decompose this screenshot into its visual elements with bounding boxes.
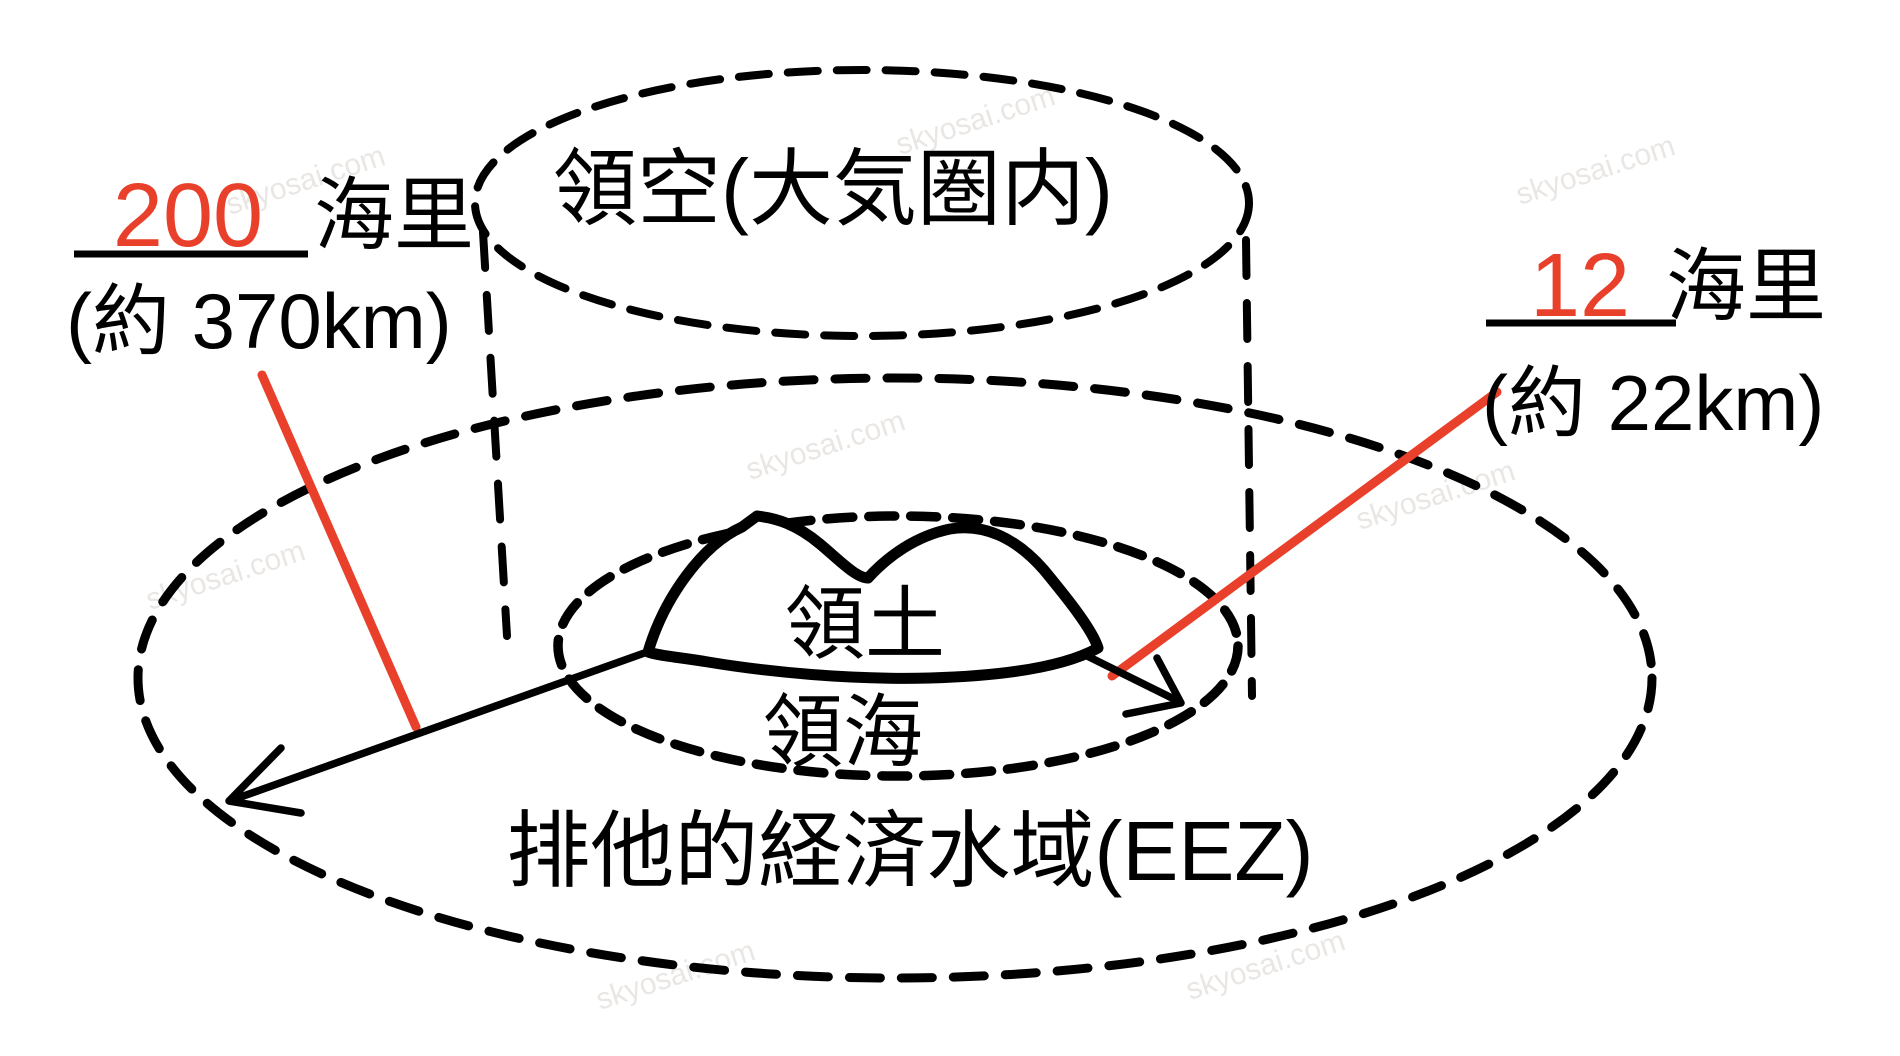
watermark-text: skyosai.com (592, 934, 759, 1016)
nm200-label-group: 200 海里 (約 370km) (66, 166, 474, 365)
airspace-cylinder-top-ellipse (471, 66, 1253, 340)
nm200-arrow (231, 647, 654, 803)
nm200-value: 200 (113, 166, 263, 266)
airspace-label: 領空(大気圏内) (553, 142, 1113, 236)
territory-label: 領土 (785, 580, 945, 669)
eez-ellipse (133, 373, 1657, 983)
nm12-arrowhead (1122, 654, 1185, 718)
territorial-sea-ellipse (553, 511, 1243, 781)
island-outline (642, 510, 1104, 684)
watermark-text: skyosai.com (142, 534, 309, 616)
eez-label: 排他的経済水域(EEZ) (506, 804, 1313, 898)
nm12-label-group: 12 海里 (約 22km) (1482, 236, 1826, 447)
nm12-value: 12 (1530, 236, 1630, 336)
watermark-text: skyosai.com (1512, 129, 1679, 211)
nm200-leader-line (257, 370, 421, 732)
nm200-arrowhead (225, 744, 305, 817)
cylinder-left-edge (479, 228, 511, 640)
territorial-sea-label: 領海 (763, 688, 923, 777)
nm200-unit: 海里 (314, 171, 474, 260)
nm12-leader-line (1107, 387, 1502, 681)
nm12-unit: 海里 (1666, 242, 1826, 331)
cylinder-right-edge (1242, 236, 1256, 700)
nm12-approx: (約 22km) (1482, 359, 1824, 447)
nm200-approx: (約 370km) (66, 277, 452, 365)
watermark-text: skyosai.com (742, 404, 909, 486)
